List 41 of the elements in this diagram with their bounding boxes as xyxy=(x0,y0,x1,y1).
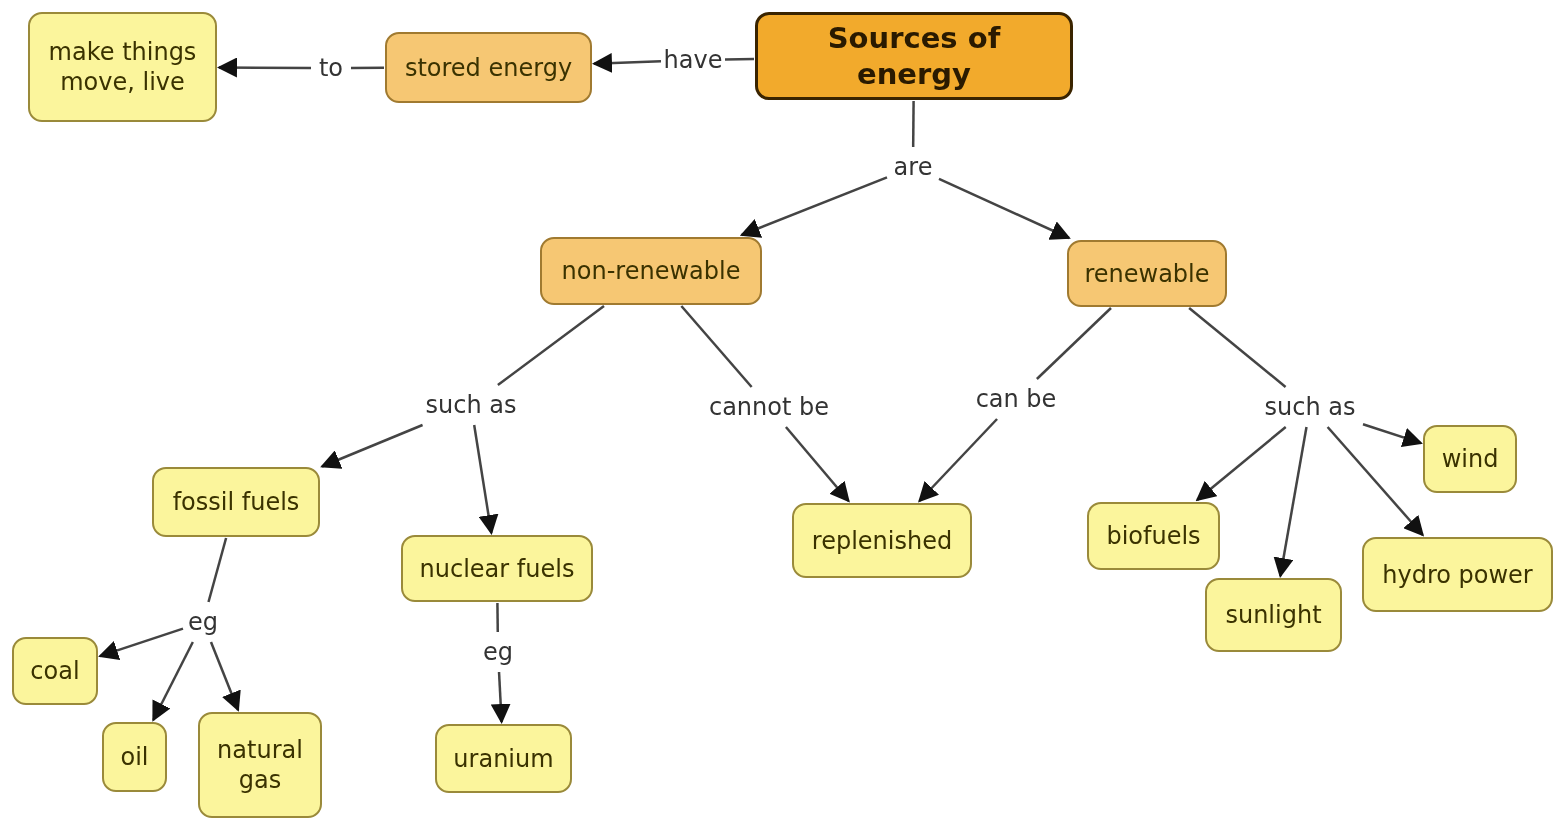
concept-box: non-renewable xyxy=(540,237,762,305)
arrow xyxy=(592,53,662,73)
concept-box: stored energy xyxy=(385,32,592,103)
connector-line xyxy=(351,66,384,70)
concept-box: hydro power xyxy=(1362,537,1553,612)
arrow xyxy=(784,426,850,503)
connector-line xyxy=(680,305,753,388)
arrow xyxy=(938,177,1071,240)
arrow xyxy=(217,57,311,78)
arrow xyxy=(472,424,499,535)
arrow xyxy=(739,176,888,238)
arrow xyxy=(209,641,241,712)
connector-line xyxy=(1188,307,1287,388)
arrow xyxy=(1326,426,1425,537)
concept-box: biofuels xyxy=(1087,502,1220,570)
concept-box: make things move, live xyxy=(28,12,217,122)
connector-line xyxy=(497,305,605,386)
concept-box: oil xyxy=(102,722,167,792)
connector-line xyxy=(1036,307,1112,380)
arrow xyxy=(1273,426,1308,578)
connector-line xyxy=(207,537,228,603)
arrow xyxy=(1195,426,1287,502)
concept-box: sunlight xyxy=(1205,578,1342,652)
concept-box: natural gas xyxy=(198,712,322,818)
concept-box: replenished xyxy=(792,503,972,578)
arrow xyxy=(918,418,998,503)
arrow xyxy=(320,423,424,469)
main-concept-box: Sources of energy xyxy=(755,12,1073,100)
concept-box: coal xyxy=(12,637,98,705)
concept-box: wind xyxy=(1423,425,1517,493)
arrow xyxy=(1362,423,1423,447)
connector-line xyxy=(496,603,499,632)
connector-line xyxy=(724,57,755,61)
arrow xyxy=(152,641,194,722)
connector-line xyxy=(911,101,915,147)
concept-box: renewable xyxy=(1067,240,1227,307)
concept-box: nuclear fuels xyxy=(401,535,593,602)
arrow xyxy=(98,627,184,660)
concept-box: uranium xyxy=(435,724,572,793)
arrow xyxy=(490,671,511,724)
concept-box: fossil fuels xyxy=(152,467,320,537)
